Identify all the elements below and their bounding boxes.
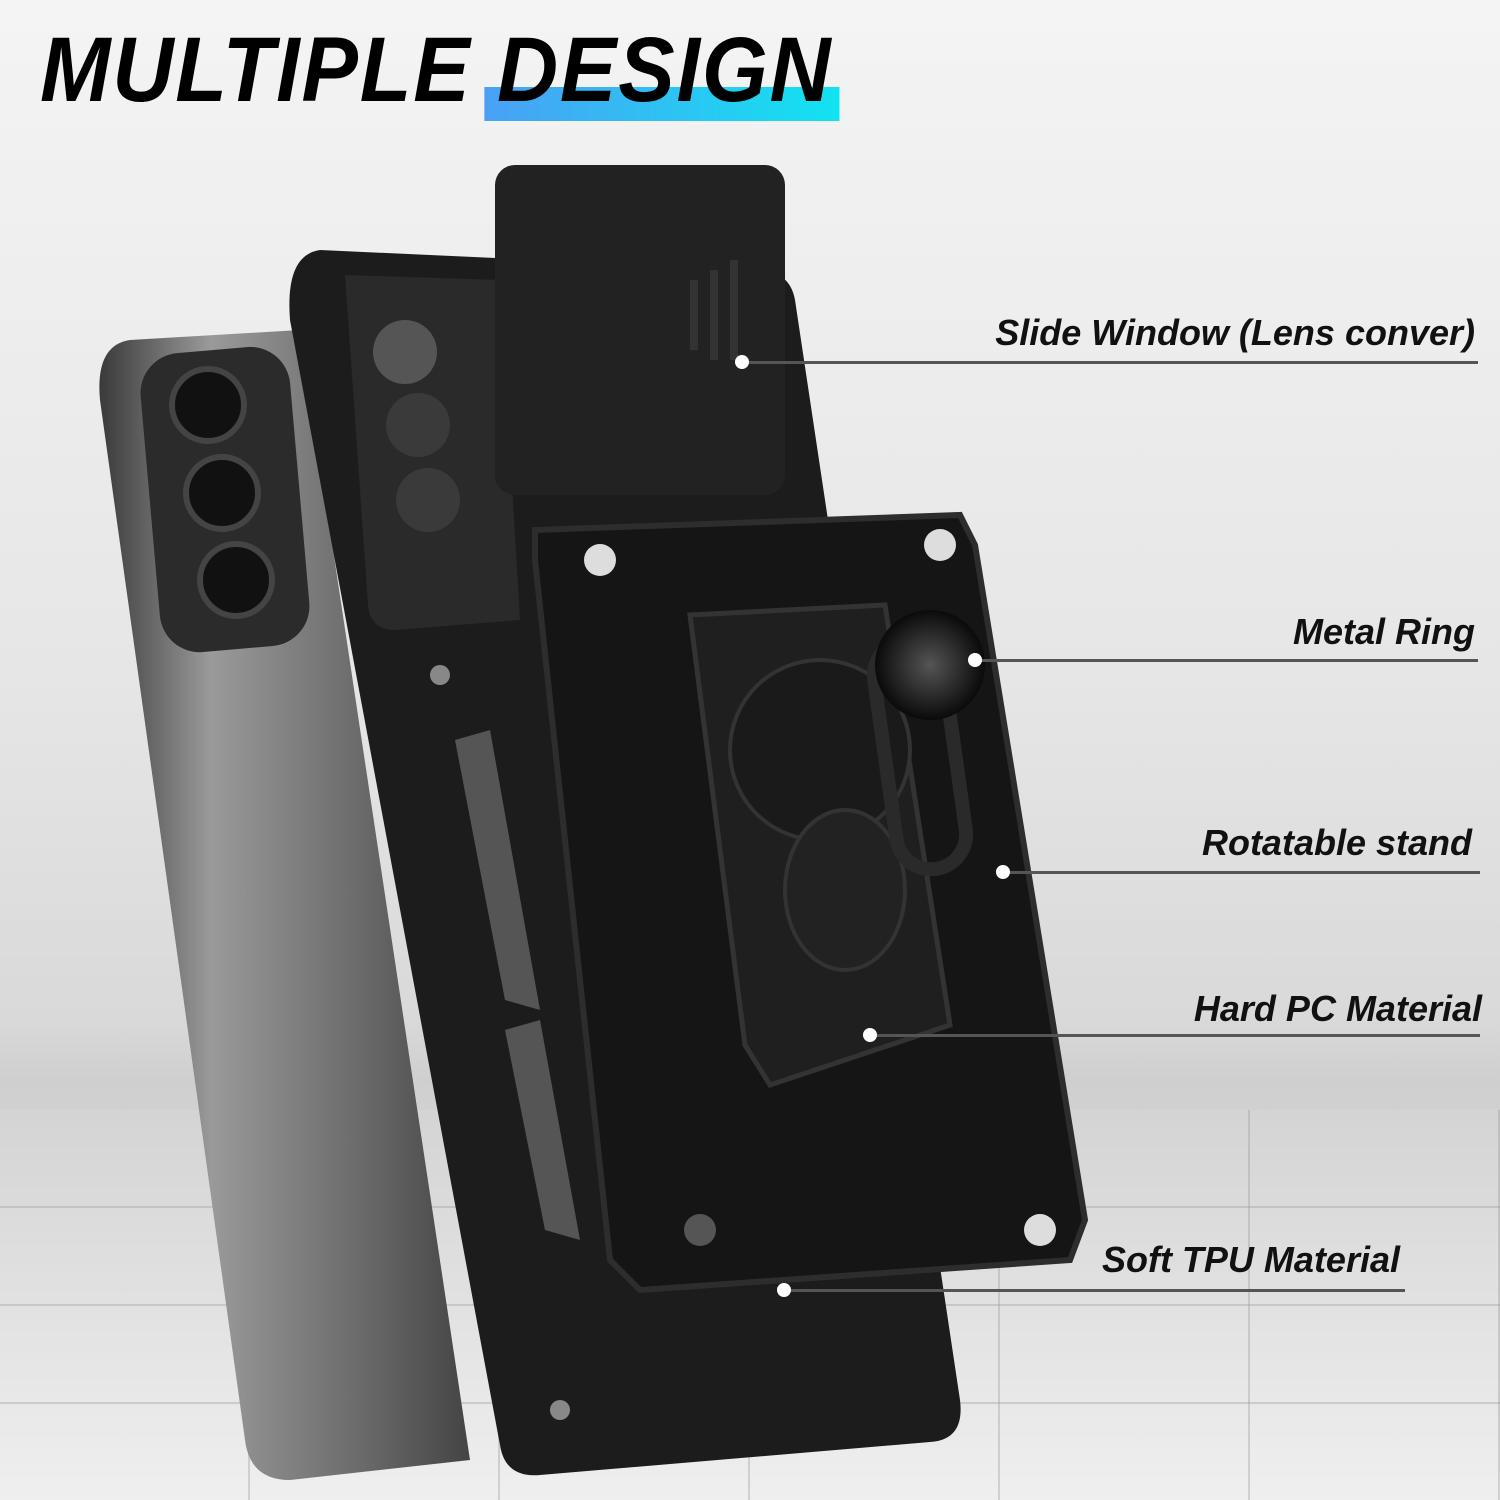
callout-dot-soft-tpu — [777, 1283, 791, 1297]
page-title: MULTIPLE DESIGN — [40, 18, 833, 123]
callout-dot-rotatable-stand — [996, 865, 1010, 879]
title-part1: MULTIPLE — [40, 19, 472, 121]
callout-label-metal-ring: Metal Ring — [1292, 611, 1475, 652]
phone — [99, 330, 470, 1480]
callout-label-soft-tpu: Soft TPU Material — [1101, 1239, 1400, 1280]
callout-line-rotatable-stand — [1003, 871, 1480, 874]
callout-label-slide-window: Slide Window (Lens conver) — [995, 312, 1475, 353]
title-part2-highlighted: DESIGN — [496, 19, 833, 121]
metal-ring — [866, 610, 985, 877]
callout-dot-slide-window — [735, 355, 749, 369]
slide-window — [495, 165, 785, 495]
callout-line-hard-pc — [870, 1034, 1480, 1037]
callout-dot-metal-ring — [968, 653, 982, 667]
callout-label-hard-pc: Hard PC Material — [1193, 988, 1482, 1029]
hard-pc-frame — [532, 511, 1089, 1294]
callout-label-rotatable-stand: Rotatable stand — [1201, 822, 1472, 863]
callout-line-soft-tpu — [784, 1289, 1405, 1292]
callout-line-slide-window — [742, 361, 1478, 364]
callout-line-metal-ring — [975, 659, 1478, 662]
callout-dot-hard-pc — [863, 1028, 877, 1042]
